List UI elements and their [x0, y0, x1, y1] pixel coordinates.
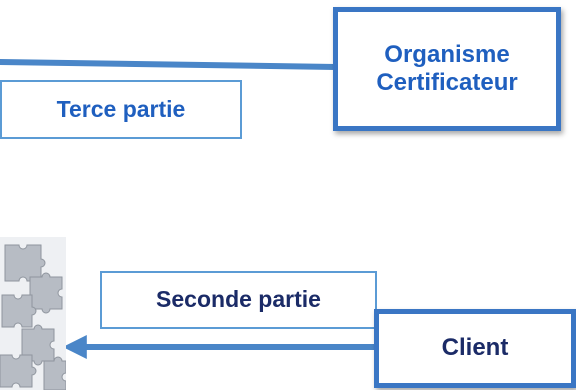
connector-line-top	[0, 59, 339, 70]
seconde-partie-label: Seconde partie	[156, 286, 321, 313]
puzzle-pieces-image	[0, 237, 66, 390]
terce-partie-label: Terce partie	[56, 95, 186, 122]
seconde-partie-box: Seconde partie	[100, 271, 377, 329]
client-box: Client	[374, 309, 576, 388]
organisme-label-line1: Organisme	[384, 40, 510, 68]
organisme-label-line2: Certificateur	[376, 69, 518, 96]
client-label: Client	[441, 334, 509, 362]
organisme-certificateur-box: Organisme Certificateur	[333, 7, 561, 131]
terce-partie-box: Terce partie	[0, 80, 242, 139]
